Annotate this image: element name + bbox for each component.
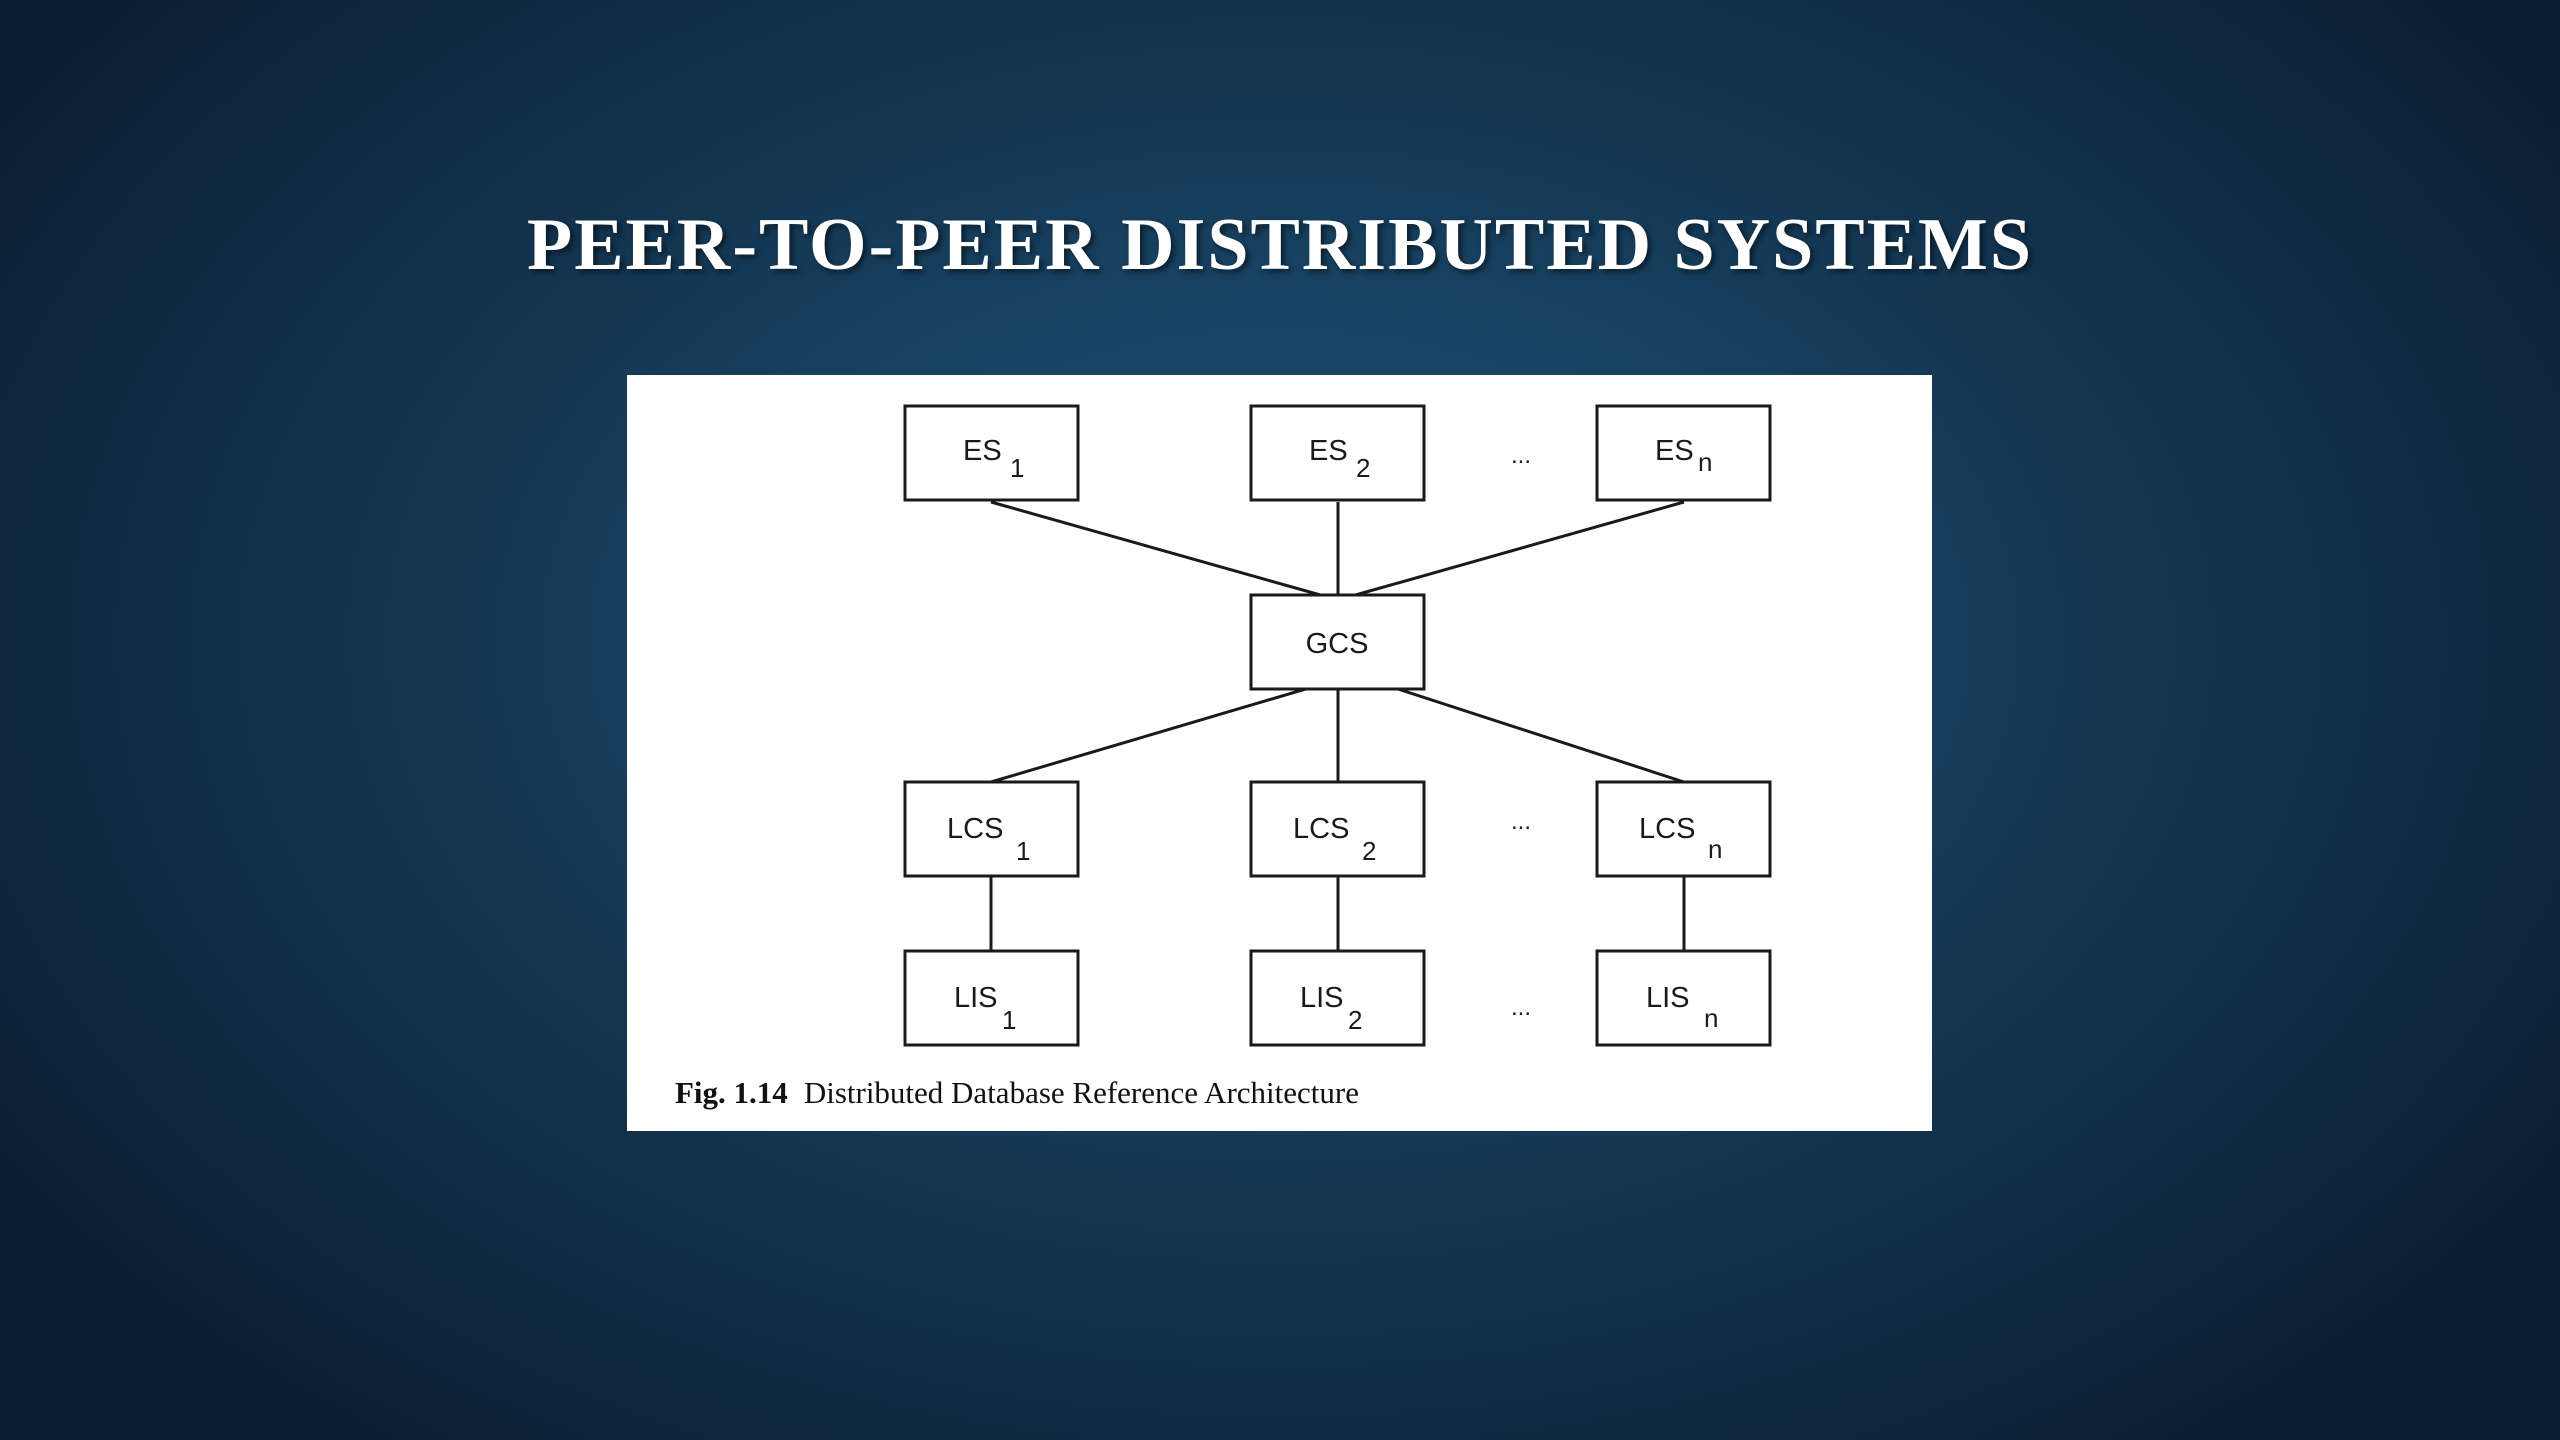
node-lisn-label: LIS — [1646, 982, 1690, 1014]
node-lcsn-sub: n — [1708, 834, 1722, 864]
node-lis1-box — [903, 949, 1080, 1047]
node-lis1-sub: 1 — [1002, 1005, 1016, 1035]
node-es2-box — [1249, 404, 1426, 502]
node-lcsn-label: LCS — [1639, 813, 1695, 845]
node-lcs1-box — [903, 780, 1080, 878]
node-lcs2-sub: 2 — [1362, 836, 1376, 866]
node-es2-label: ES — [1309, 435, 1348, 467]
node-esn-sub: n — [1698, 447, 1712, 477]
node-es1-sub: 1 — [1010, 453, 1024, 483]
ellipsis-es-row: ... — [1511, 442, 1531, 469]
edge-gcs-lcs1 — [990, 686, 1310, 784]
edge-esn-gcs — [1351, 500, 1685, 598]
node-lcsn-box — [1595, 780, 1772, 878]
node-lis2-label: LIS — [1300, 982, 1344, 1014]
edge-es1-gcs — [990, 500, 1325, 598]
node-esn-label: ES — [1655, 435, 1694, 467]
architecture-diagram: ES 1 ES 2 ES n GCS LCS 1 LCS 2 LCS n LIS… — [903, 404, 1772, 1047]
figure-caption: Fig. 1.14 Distributed Database Reference … — [675, 1075, 1359, 1111]
node-es2-sub: 2 — [1356, 453, 1370, 483]
ellipsis-lis-row: ... — [1511, 994, 1531, 1021]
node-esn-box — [1595, 404, 1772, 502]
node-lcs2-box — [1249, 780, 1426, 878]
node-lisn-box — [1595, 949, 1772, 1047]
node-lcs1-label: LCS — [947, 813, 1003, 845]
node-lis1-label: LIS — [954, 982, 998, 1014]
node-lcs2-label: LCS — [1293, 813, 1349, 845]
node-es1-box — [903, 404, 1080, 502]
edge-gcs-lcsn — [1394, 686, 1685, 784]
node-lisn-sub: n — [1704, 1003, 1718, 1033]
ellipsis-lcs-row: ... — [1511, 808, 1531, 835]
figure-number: Fig. 1.14 — [675, 1075, 788, 1110]
architecture-figure: ES 1 ES 2 ES n GCS LCS 1 LCS 2 LCS n LIS… — [627, 375, 1932, 1131]
slide-title: PEER-TO-PEER DISTRIBUTED SYSTEMS — [527, 204, 2033, 286]
node-es1-label: ES — [963, 435, 1002, 467]
node-lis2-box — [1249, 949, 1426, 1047]
figure-caption-text: Distributed Database Reference Architect… — [803, 1075, 1359, 1110]
node-gcs-label: GCS — [1306, 628, 1369, 660]
node-gcs-box — [1249, 593, 1426, 691]
node-lcs1-sub: 1 — [1016, 836, 1030, 866]
node-lis2-sub: 2 — [1348, 1005, 1362, 1035]
